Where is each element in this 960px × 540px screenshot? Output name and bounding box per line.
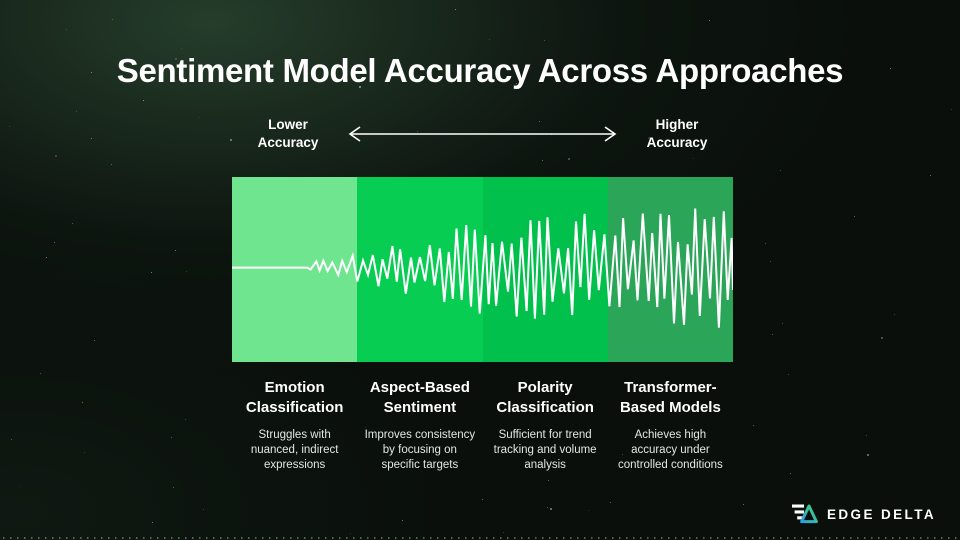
column-description: Struggles with nuanced, indirect express…: [250, 429, 339, 472]
bottom-dotted-border: [3, 537, 957, 539]
column-description: Improves consistency by focusing on spec…: [364, 429, 476, 472]
lower-accuracy-label: Lower Accuracy: [257, 117, 319, 150]
column-description: Achieves high accuracy under controlled …: [617, 429, 723, 472]
column-emotion: Emotion Classification Struggles with nu…: [232, 378, 357, 474]
column-title: Emotion Classification: [245, 379, 344, 416]
higher-accuracy-label: Higher Accuracy: [646, 117, 708, 150]
edge-delta-logo-icon: [791, 504, 818, 524]
waveform-line: [232, 177, 733, 362]
approach-columns: Emotion Classification Struggles with nu…: [232, 378, 733, 474]
double-arrow-icon: [348, 126, 617, 142]
edge-delta-logo-text: EDGE DELTA: [826, 506, 936, 522]
page-title: Sentiment Model Accuracy Across Approach…: [116, 52, 844, 89]
column-aspect: Aspect-Based Sentiment Improves consiste…: [357, 378, 482, 474]
chart-panel-aspect: [357, 177, 483, 362]
column-polarity: Polarity Classification Sufficient for t…: [483, 378, 608, 474]
column-transformer: Transformer- Based Models Achieves high …: [608, 378, 733, 474]
column-title: Polarity Classification: [496, 379, 594, 416]
column-title: Transformer- Based Models: [619, 379, 721, 416]
column-description: Sufficient for trend tracking and volume…: [493, 429, 597, 472]
accuracy-scale: Lower Accuracy Higher Accuracy: [232, 116, 733, 152]
column-title: Aspect-Based Sentiment: [369, 379, 470, 416]
edge-delta-logo: EDGE DELTA: [791, 503, 936, 525]
accuracy-chart: [232, 177, 733, 362]
